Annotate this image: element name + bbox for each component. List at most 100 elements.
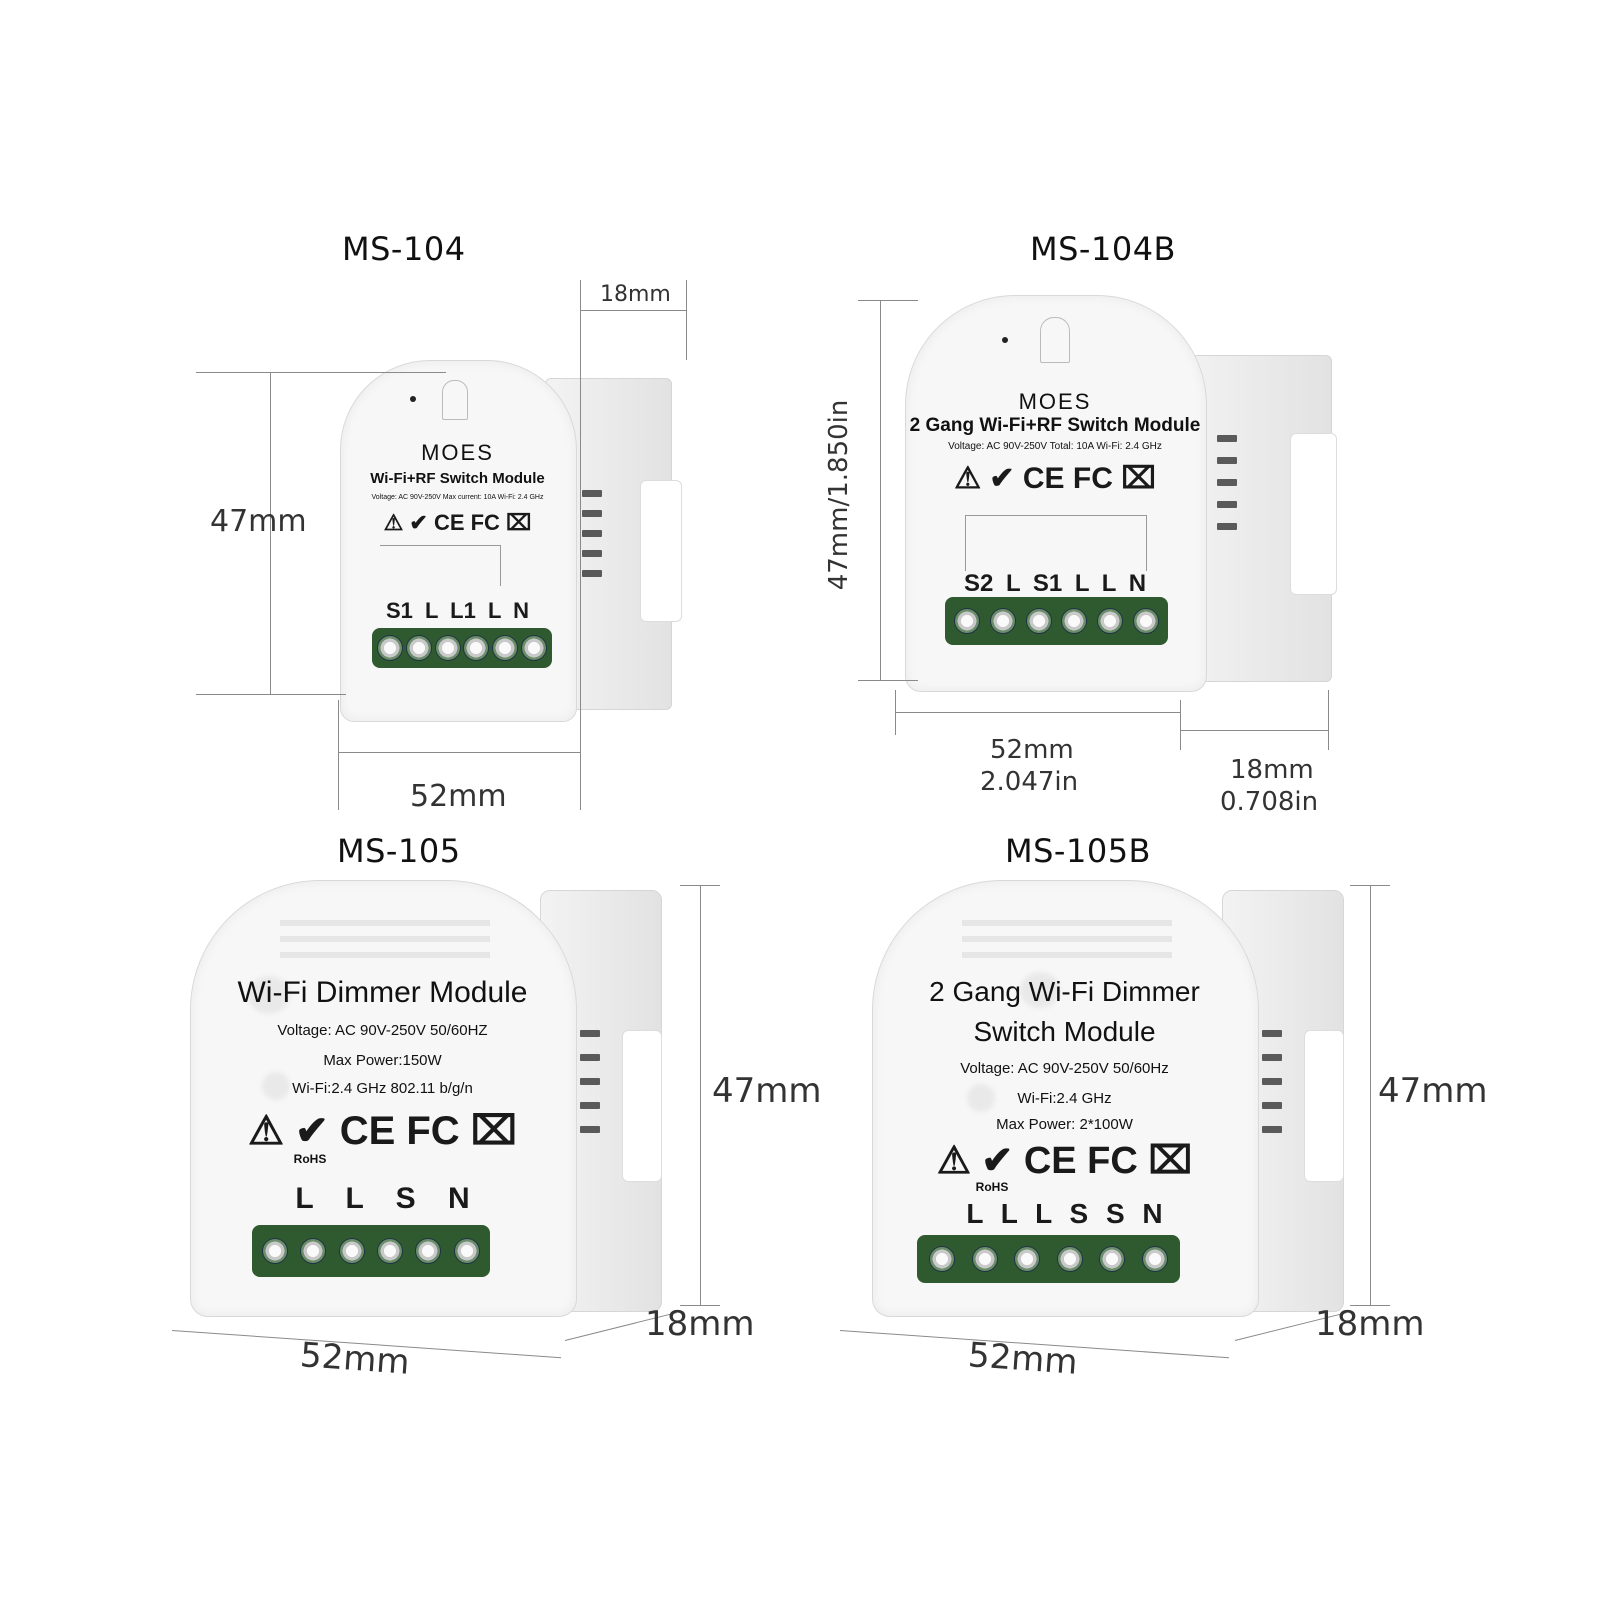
rohs-label: RoHS: [293, 1152, 327, 1166]
vent-slot: [582, 570, 602, 577]
dim-line: [700, 885, 701, 1305]
dim-line: [1180, 730, 1328, 731]
led-indicator: [410, 396, 416, 402]
vent-slot: [582, 490, 602, 497]
terminal-screw: [989, 608, 1016, 634]
terminal-screw: [453, 1238, 480, 1264]
blurred-logo: [1020, 972, 1060, 1008]
module-spec: Voltage: AC 90V-250V Max current: 10A Wi…: [371, 494, 544, 501]
module-ms105: Wi-Fi Dimmer Module Voltage: AC 90V-250V…: [190, 880, 662, 1317]
brand-logo: MOES: [1018, 389, 1092, 414]
terminal-screw: [405, 635, 432, 661]
vent-slot: [580, 1126, 600, 1133]
dim-line: [895, 712, 1180, 713]
dim-line: [338, 752, 580, 753]
dim-line: [1350, 1305, 1390, 1306]
terminal-screw: [377, 1238, 404, 1264]
vent-slot: [1262, 1126, 1282, 1133]
vent-slot: [582, 510, 602, 517]
vent-slot: [1262, 1054, 1282, 1061]
blurred-logo: [967, 1084, 995, 1112]
module-ms105b: 2 Gang Wi-Fi Dimmer Switch Module Voltag…: [872, 880, 1344, 1317]
dim-width-label: 52mm: [966, 1335, 1079, 1383]
terminal-screw: [953, 608, 980, 634]
dim-height-label: 47mm: [1378, 1071, 1488, 1111]
module-spec: Voltage: AC 90V-250V 50/60HZ: [277, 1022, 488, 1039]
vent-slot: [580, 1102, 600, 1109]
dim-line: [858, 300, 918, 301]
module-name: 2 Gang Wi-Fi Dimmer: [929, 976, 1200, 1007]
terminal-screw: [1056, 1246, 1083, 1272]
dim-line: [196, 372, 446, 373]
vent-slot: [1262, 1078, 1282, 1085]
dim-line: [1370, 885, 1371, 1305]
terminal-screw: [1025, 608, 1052, 634]
terminal-screw: [300, 1238, 327, 1264]
terminal-screw: [971, 1246, 998, 1272]
terminal-block: [945, 597, 1168, 645]
module-name-line2: Switch Module: [973, 1016, 1156, 1047]
terminal-screw: [377, 635, 404, 661]
dim-line: [196, 694, 346, 695]
antenna-mark: [442, 380, 468, 420]
terminal-screw: [1014, 1246, 1041, 1272]
terminal-screw: [434, 635, 461, 661]
dim-height-label: 47mm: [712, 1071, 822, 1111]
terminal-screw: [1099, 1246, 1126, 1272]
dim-line: [680, 1305, 720, 1306]
vent-slot: [1217, 523, 1237, 530]
terminal-labels: L L L S S N: [966, 1198, 1163, 1229]
dim-line: [580, 280, 581, 810]
vent-top: [280, 920, 490, 926]
vent-top: [962, 936, 1172, 942]
terminal-block: [252, 1225, 490, 1277]
dim-line: [880, 300, 881, 680]
vent-slot: [1217, 457, 1237, 464]
vent-slot: [1262, 1102, 1282, 1109]
terminal-labels: S1 L L1 L N: [385, 598, 529, 623]
terminal-screw: [463, 635, 490, 661]
vent-slot: [1217, 435, 1237, 442]
vent-top: [280, 936, 490, 942]
cert-marks: ⚠ ✔ CE FC ⌧: [954, 462, 1156, 495]
vent-top: [962, 952, 1172, 958]
vent-slot: [582, 530, 602, 537]
blurred-logo: [262, 1072, 290, 1100]
module-ms104: MOES Wi-Fi+RF Switch Module Voltage: AC …: [340, 360, 682, 722]
terminal-screw: [1141, 1246, 1168, 1272]
cert-marks: ⚠ ✔ CE FC ⌧: [936, 1140, 1193, 1182]
model-title-ms105b: MS-105B: [1005, 832, 1151, 870]
dim-depth-label: 18mm: [1230, 755, 1314, 785]
dim-line: [270, 372, 271, 694]
vent-top: [280, 952, 490, 958]
dim-line: [338, 700, 339, 810]
terminal-screw: [491, 635, 518, 661]
vent-slot: [1217, 479, 1237, 486]
terminal-screw: [338, 1238, 365, 1264]
vent-slot: [580, 1054, 600, 1061]
vent-top: [962, 920, 1172, 926]
module-power: Max Power: 2*100W: [996, 1116, 1133, 1133]
vent-slot: [580, 1030, 600, 1037]
model-title-ms105: MS-105: [337, 832, 461, 870]
module-name: Wi-Fi+RF Switch Module: [370, 470, 545, 487]
wiring-diagram: [965, 515, 1147, 571]
dim-depth-label: 18mm: [645, 1304, 755, 1344]
dim-width-inch-label: 2.047in: [980, 767, 1079, 797]
terminal-block: [372, 628, 552, 668]
brand-logo: MOES: [421, 440, 494, 465]
module-spec: Voltage: AC 90V-250V Total: 10A Wi-Fi: 2…: [948, 441, 1162, 452]
dim-line: [580, 310, 686, 311]
dim-height-label: 47mm/1.850in: [824, 399, 855, 591]
dim-line: [1180, 700, 1181, 750]
model-title-ms104b: MS-104B: [1030, 230, 1176, 268]
module-name: 2 Gang Wi-Fi+RF Switch Module: [909, 415, 1201, 436]
module-spec: Voltage: AC 90V-250V 50/60Hz: [960, 1060, 1169, 1077]
vent-slot: [582, 550, 602, 557]
cert-marks: ⚠ ✔ CE FC ⌧: [248, 1109, 517, 1153]
terminal-screw: [929, 1246, 956, 1272]
terminal-screw: [415, 1238, 442, 1264]
dim-line: [858, 680, 918, 681]
dim-depth-inch-label: 0.708in: [1220, 787, 1319, 817]
dim-line: [1350, 885, 1390, 886]
